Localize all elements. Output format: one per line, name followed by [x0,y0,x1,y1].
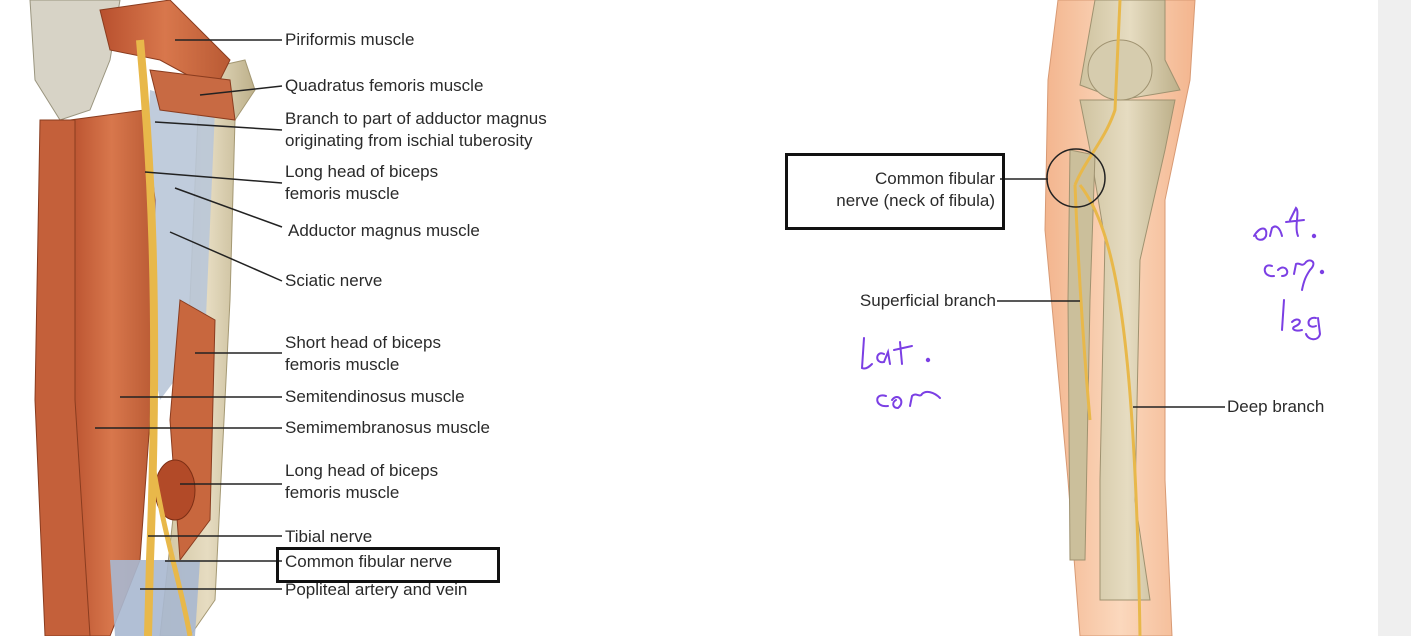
label-sciatic-nerve: Sciatic nerve [285,271,383,290]
superficial-branch-nerve [1073,184,1092,421]
short-head-biceps [169,299,216,562]
label-adductor-magnus: Adductor magnus muscle [288,221,480,240]
semimembranosus-muscle [34,119,91,636]
quadratus-femoris-muscle [149,69,236,121]
fibula [1067,149,1096,561]
label-deep-branch: Deep branch [1227,397,1325,416]
note-lat-strokes [860,337,941,410]
label-long-head-biceps-lower: Long head of biceps femoris muscle [285,461,439,502]
label-short-head-biceps: Short head of biceps femoris muscle [285,333,441,374]
anterior-leg-illustration [1044,0,1196,636]
fibular-neck-circle [1046,148,1106,208]
label-common-fibular-neck: Common fibular nerve (neck of fibula) [836,169,995,210]
pelvis-bone [29,0,121,121]
common-fibular-nerve-drawing [149,459,193,636]
deep-branch-nerve [1078,184,1142,636]
label-tibial-nerve: Tibial nerve [285,527,373,546]
label-common-fibular-nerve: Common fibular nerve [285,552,453,571]
sciatic-nerve [136,39,159,636]
page-scrollbar[interactable] [1378,0,1411,636]
right-leader-lines [997,178,1225,408]
tibia [1079,99,1176,601]
label-branch-adductor: Branch to part of adductor magnus origin… [285,109,547,150]
patella [1087,39,1153,101]
label-popliteal-artery-vein: Popliteal artery and vein [285,580,468,599]
label-long-head-biceps-upper: Long head of biceps femoris muscle [285,162,439,203]
left-leader-lines [95,39,283,590]
label-semimembranosus: Semimembranosus muscle [285,418,491,437]
highlight-box-common-fibular [276,547,500,583]
label-superficial-branch: Superficial branch [859,291,996,310]
handwritten-notes [860,206,1325,410]
common-fibular-nerve-right [1073,0,1122,186]
highlight-box-fibular-neck [785,153,1005,230]
posterior-thigh-illustration [29,0,256,636]
label-quadratus-femoris: Quadratus femoris muscle [285,76,484,95]
label-semitendinosus: Semitendinosus muscle [285,387,465,406]
label-piriformis: Piriformis muscle [285,30,415,49]
note-ant-strokes [1253,206,1325,341]
